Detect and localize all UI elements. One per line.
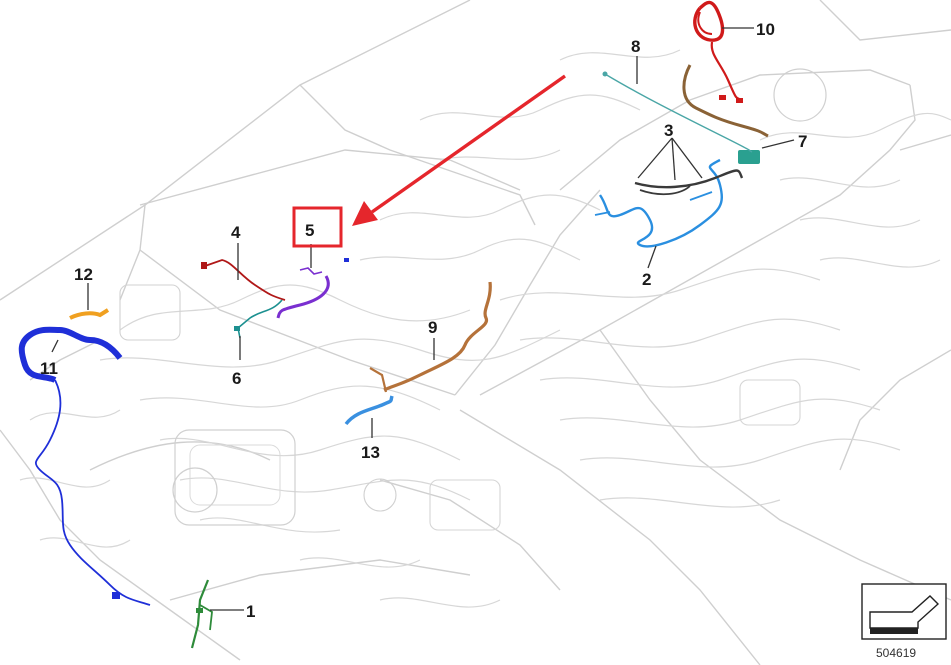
highlight-box xyxy=(292,206,343,248)
callout-10: 10 xyxy=(756,20,775,39)
image-number: 504619 xyxy=(876,646,916,660)
callout-5: 5 xyxy=(305,221,314,240)
harness-7 xyxy=(738,150,760,164)
harness-8 xyxy=(602,71,753,153)
callout-6: 6 xyxy=(232,369,241,388)
harness-5 xyxy=(276,258,349,319)
background-wiring xyxy=(19,49,951,608)
callout-3: 3 xyxy=(664,121,673,140)
harness-4 xyxy=(201,259,286,301)
leader-lines xyxy=(51,27,795,611)
callout-labels: 1 2 3 4 5 6 7 8 9 10 11 12 13 xyxy=(40,20,807,621)
harness-12 xyxy=(69,308,110,320)
callout-8: 8 xyxy=(631,37,640,56)
red-arrow xyxy=(352,74,566,226)
callout-9: 9 xyxy=(428,318,437,337)
harness-3 xyxy=(634,169,744,196)
callout-11: 11 xyxy=(40,359,58,378)
harness-1 xyxy=(190,579,213,649)
callout-2: 2 xyxy=(642,270,651,289)
harness-11 xyxy=(18,326,151,606)
harness-9 xyxy=(369,281,492,393)
harness-6 xyxy=(234,299,283,339)
callout-13: 13 xyxy=(361,443,380,462)
callout-12: 12 xyxy=(74,265,93,284)
harness-13 xyxy=(344,395,394,426)
harness-10 xyxy=(682,0,769,138)
callout-1: 1 xyxy=(246,602,255,621)
orientation-icon xyxy=(861,583,947,640)
callout-4: 4 xyxy=(231,223,241,242)
harness-2 xyxy=(594,158,723,248)
callout-7: 7 xyxy=(798,132,807,151)
